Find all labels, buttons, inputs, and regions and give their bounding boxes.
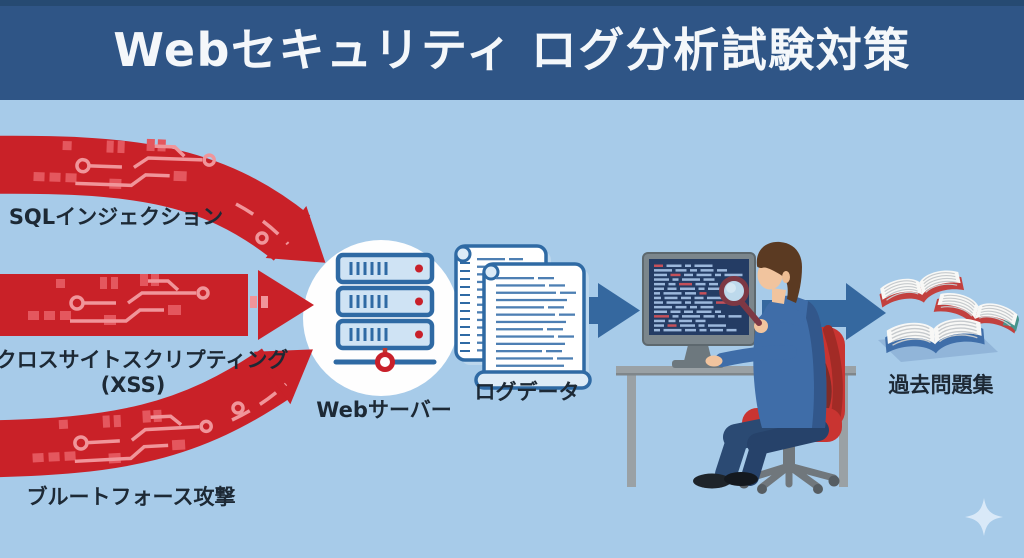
server-label: Webサーバー	[316, 398, 451, 422]
attack-arrow-bruteforce	[0, 348, 313, 478]
logs-label: ログデータ	[475, 380, 580, 404]
shoe	[693, 473, 731, 489]
books-label: 過去問題集	[889, 373, 995, 397]
page-title: Webセキュリティ ログ分析試験対策	[113, 23, 910, 77]
suit-torso	[753, 295, 827, 428]
open-books-icon	[879, 270, 1020, 354]
attack-label-xss-sub: (XSS)	[101, 373, 166, 397]
attack-label-xss: クロスサイトスクリプティング	[0, 348, 288, 372]
hair	[756, 241, 802, 303]
log-scroll-icon	[454, 244, 592, 390]
magnifier-icon	[719, 276, 762, 326]
attack-label-sql: SQLインジェクション	[9, 205, 223, 229]
desk	[616, 366, 856, 487]
shoe	[724, 472, 758, 486]
attack-arrow-xss	[0, 270, 314, 340]
attack-label-bruteforce: ブルートフォース攻撃	[27, 485, 236, 509]
log-lines-on-screen	[654, 264, 743, 332]
sparkle-icon	[965, 498, 1003, 536]
analyst-figure	[693, 241, 829, 489]
header-banner: Webセキュリティ ログ分析試験対策	[0, 0, 1024, 100]
hand-on-desk	[705, 355, 723, 367]
attack-arrow-sql	[0, 133, 326, 263]
web-server-icon	[333, 252, 437, 372]
